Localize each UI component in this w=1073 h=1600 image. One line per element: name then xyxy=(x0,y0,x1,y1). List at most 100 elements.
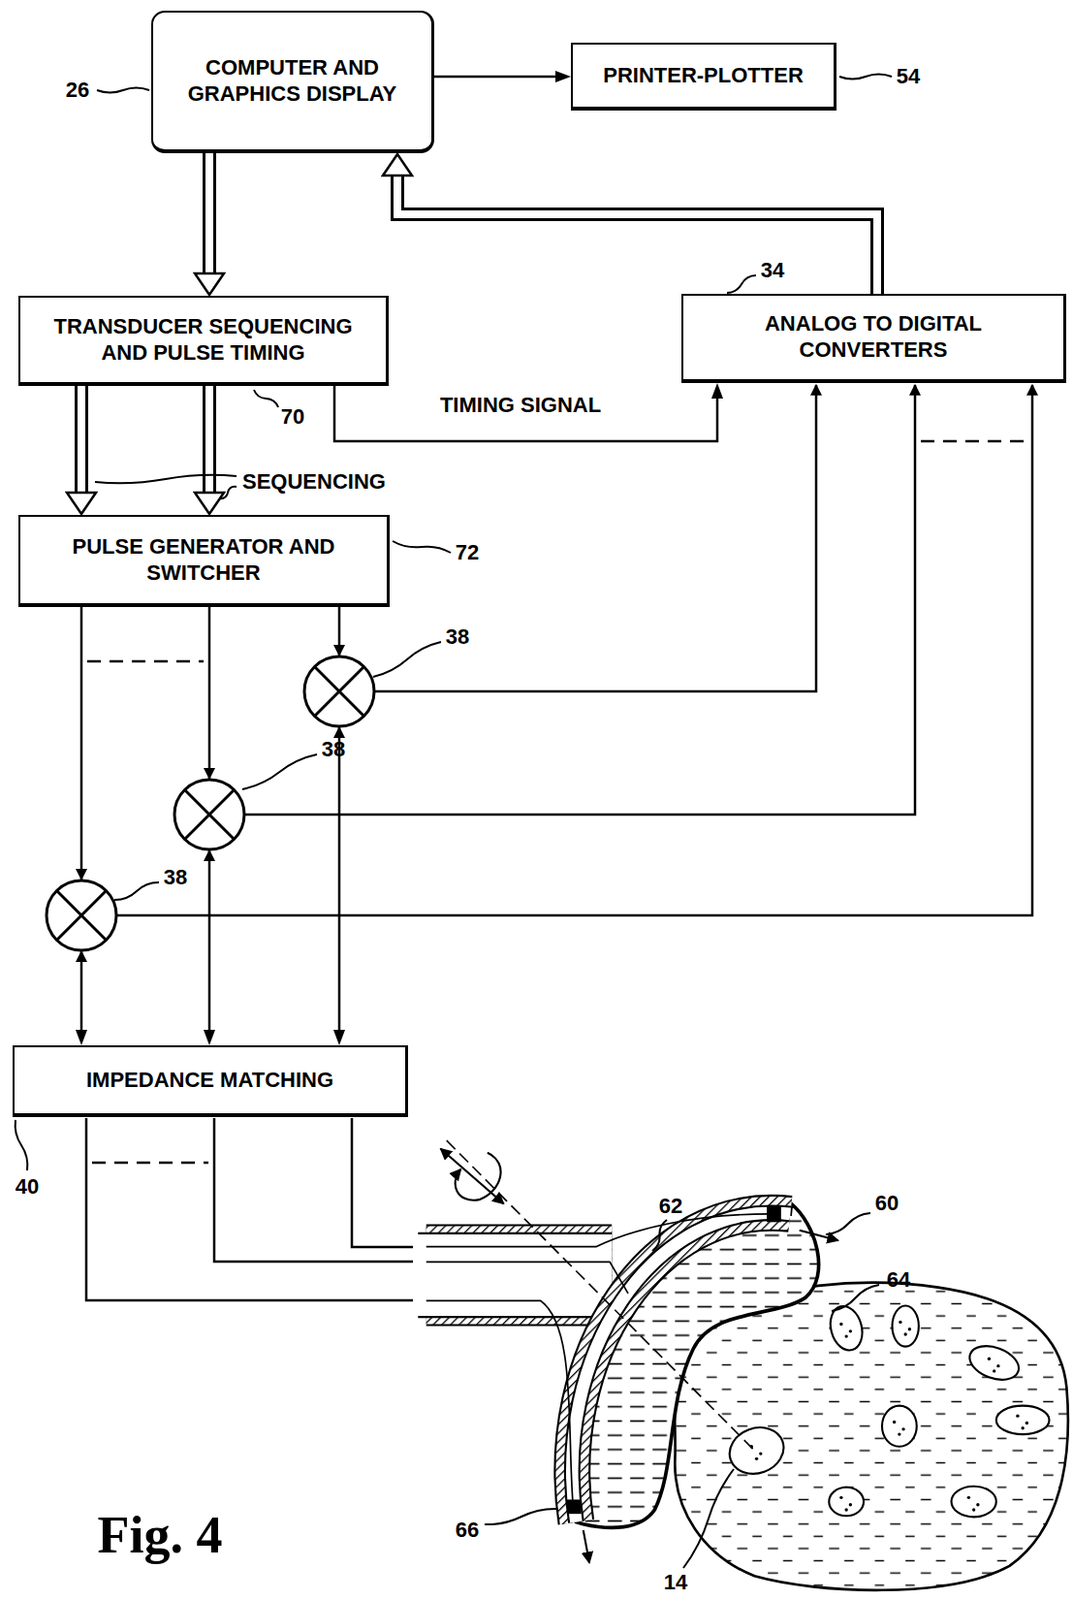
illustration-path xyxy=(75,868,88,881)
connector-line xyxy=(334,385,718,442)
illustration-path xyxy=(571,1212,790,1522)
illustration-line xyxy=(57,890,106,940)
transducer-wires xyxy=(426,1213,771,1506)
leader-line xyxy=(652,1219,667,1251)
spot-dot xyxy=(849,1502,853,1506)
arrowhead xyxy=(81,385,83,494)
beam-axis xyxy=(446,1139,758,1452)
illustration-path xyxy=(374,384,817,692)
spot-dot xyxy=(755,1456,758,1460)
illustration-path xyxy=(571,1212,790,1522)
spot-dot xyxy=(844,1333,848,1337)
process-box: PRINTER-PLOTTER xyxy=(570,42,837,111)
illustration-ellipse xyxy=(965,1339,1024,1387)
illustration-path xyxy=(571,1212,790,1522)
probe-illustration xyxy=(412,1139,1069,1590)
process-box: ANALOG TO DIGITAL CONVERTERS xyxy=(681,293,1067,383)
spot-dot xyxy=(908,1326,912,1330)
callout-number: 34 xyxy=(760,258,785,283)
spot-dot xyxy=(1015,1413,1019,1417)
connector-line xyxy=(205,153,214,275)
callout-number: 40 xyxy=(15,1174,39,1199)
illustration-path xyxy=(426,1261,629,1294)
connector-line xyxy=(397,174,878,294)
illustration-line xyxy=(92,1161,209,1165)
arrowhead xyxy=(397,174,878,294)
illustration-circle xyxy=(304,656,375,726)
spot-dot xyxy=(992,1368,996,1372)
leader-line xyxy=(219,486,237,499)
transducer-element xyxy=(766,1204,782,1222)
spot-dot xyxy=(839,1322,843,1326)
callout-number: 66 xyxy=(455,1517,479,1542)
connector-line xyxy=(80,606,84,1030)
leader-line xyxy=(114,882,159,900)
mixer-output-wires xyxy=(116,384,1033,916)
callout-number: 60 xyxy=(875,1191,899,1215)
connector xyxy=(434,76,556,78)
illustration-path xyxy=(203,767,216,780)
spot-dot xyxy=(901,1426,905,1430)
leader-line xyxy=(484,1508,559,1524)
connector-line xyxy=(202,385,217,494)
leader-line xyxy=(683,1468,734,1568)
spot-dot xyxy=(844,1507,848,1511)
illustration-ellipse xyxy=(892,1305,919,1347)
illustration-g xyxy=(304,656,375,726)
spot-dot xyxy=(1020,1425,1024,1429)
leader-line xyxy=(373,641,442,677)
spot-dot xyxy=(903,1331,907,1335)
box-label: PRINTER-PLOTTER xyxy=(602,63,804,90)
probe-cables xyxy=(86,1117,429,1300)
callout-number: 54 xyxy=(896,64,920,89)
process-box: PULSE GENERATOR AND SWITCHER xyxy=(18,514,390,607)
illustration-path xyxy=(75,949,88,962)
leader-line xyxy=(831,1284,880,1311)
illustration-ellipse xyxy=(882,1405,917,1447)
spot-dot xyxy=(849,1328,853,1332)
arrowhead xyxy=(209,153,211,275)
rotation-arrow xyxy=(455,1152,502,1200)
callout-number: 70 xyxy=(281,405,305,429)
illustration-line xyxy=(185,789,234,839)
connector xyxy=(209,153,211,275)
connector xyxy=(81,385,83,494)
spot-dot xyxy=(1025,1420,1029,1424)
box-label: COMPUTER AND GRAPHICS DISPLAY xyxy=(164,55,420,108)
illustration-ellipse xyxy=(996,1405,1050,1434)
illustration-path xyxy=(116,384,1033,916)
figure-caption: Fig. 4 xyxy=(97,1504,223,1565)
motion-arrow xyxy=(583,1529,590,1563)
callout-number: 14 xyxy=(663,1570,688,1594)
axial-motion-arrow xyxy=(440,1148,504,1204)
arrowhead xyxy=(334,385,718,442)
connector xyxy=(397,174,878,294)
tissue-spots xyxy=(723,1301,1050,1516)
spot-dot xyxy=(892,1420,896,1423)
spot-dot xyxy=(839,1495,843,1499)
illustration-line xyxy=(315,666,364,716)
callout-number: 64 xyxy=(886,1267,911,1292)
illustration-line xyxy=(185,789,234,839)
connector xyxy=(81,606,83,1030)
leader-line xyxy=(94,474,237,483)
leader-line xyxy=(825,1212,871,1234)
probe-handle xyxy=(412,1273,612,1275)
illustration-path xyxy=(426,1213,771,1247)
leader-line xyxy=(839,74,892,80)
connector-line xyxy=(397,174,878,294)
arrowhead xyxy=(434,76,556,78)
illustration-circle xyxy=(174,779,245,850)
box-label: TRANSDUCER SEQUENCING AND PULSE TIMING xyxy=(31,314,375,367)
arrowhead xyxy=(209,385,211,494)
spot-dot xyxy=(972,1507,976,1511)
connector xyxy=(209,385,211,494)
callout-number: 38 xyxy=(445,625,470,649)
illustration-circle xyxy=(46,880,117,950)
tissue xyxy=(674,1282,1069,1590)
illustration-line xyxy=(87,660,204,663)
box-label: PULSE GENERATOR AND SWITCHER xyxy=(70,534,338,587)
illustration-path xyxy=(426,1299,573,1505)
leader-line xyxy=(242,754,317,789)
spot-dot xyxy=(897,1431,901,1435)
